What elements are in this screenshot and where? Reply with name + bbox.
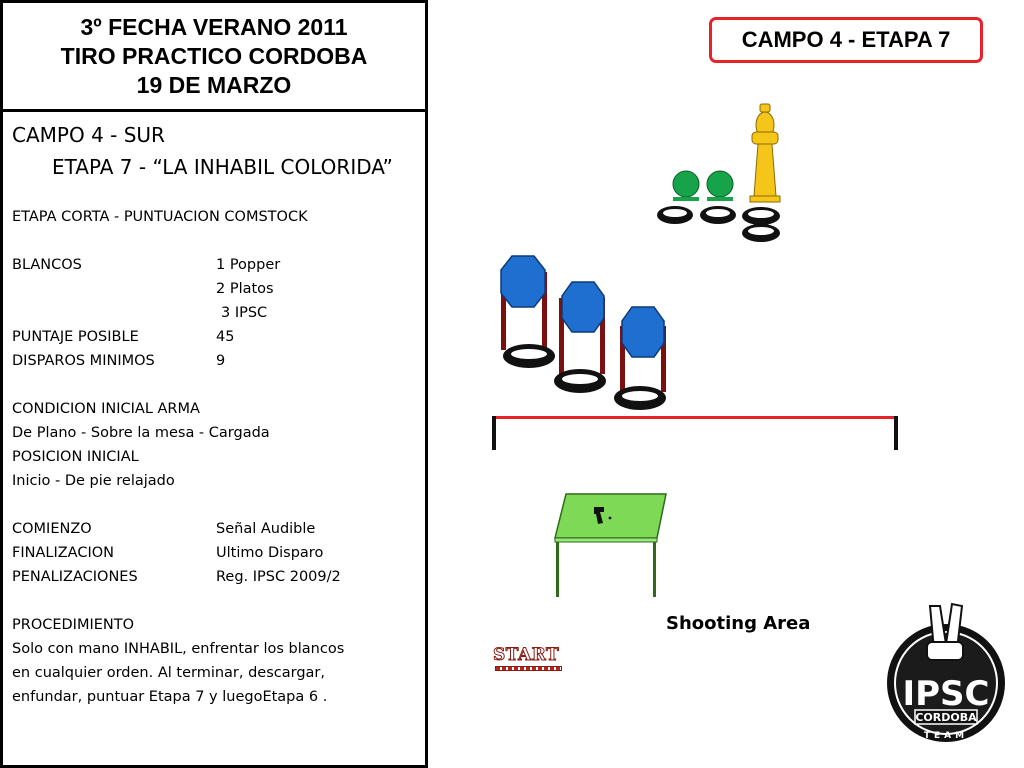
event-header: 3º FECHA VERANO 2011 TIRO PRACTICO CORDO… [0, 0, 428, 112]
points-label: PUNTAJE POSIBLE [12, 329, 139, 345]
penalties-label: PENALIZACIONES [12, 569, 138, 585]
procedure-line-2: en cualquier orden. Al terminar, descarg… [12, 665, 326, 681]
start-signal-value: Señal Audible [216, 521, 316, 537]
plate-target-2 [706, 170, 734, 201]
logo-ring-text: TEAM [924, 731, 968, 741]
tire-plate-1 [657, 206, 693, 224]
points-value: 45 [216, 329, 235, 345]
start-label: START [492, 645, 560, 666]
fault-line [492, 416, 898, 450]
targets-ipsc: 3 IPSC [221, 305, 268, 321]
ipsc-cordoba-logo: IPSC CORDOBA TEAM [885, 602, 1007, 744]
procedure-label: PROCEDIMIENTO [12, 617, 135, 633]
start-table [554, 493, 667, 597]
start-marker [495, 666, 562, 671]
tire-plate-2 [700, 206, 736, 224]
pistol-icon [594, 507, 612, 524]
shooting-area-label: Shooting Area [666, 613, 811, 634]
weapon-condition-value: De Plano - Sobre la mesa - Cargada [12, 425, 270, 441]
field-title: CAMPO 4 - SUR [12, 123, 165, 147]
stage-badge: CAMPO 4 - ETAPA 7 [709, 17, 983, 63]
logo-sub-text: CORDOBA [915, 711, 977, 724]
plate-target-1 [672, 170, 700, 201]
min-shots-label: DISPAROS MINIMOS [12, 353, 155, 369]
targets-label: BLANCOS [12, 257, 82, 273]
tire-popper [742, 207, 780, 242]
penalties-value: Reg. IPSC 2009/2 [216, 569, 341, 585]
event-organizer: TIRO PRACTICO CORDOBA [60, 42, 368, 69]
stage-title: ETAPA 7 - “LA INHABIL COLORIDA” [52, 155, 393, 179]
targets-popper: 1 Popper [216, 257, 281, 273]
end-value: Ultimo Disparo [216, 545, 324, 561]
ipsc-target-3 [614, 306, 666, 410]
event-title: 3º FECHA VERANO 2011 [80, 13, 348, 40]
end-label: FINALIZACION [12, 545, 114, 561]
event-date: 19 DE MARZO [136, 71, 292, 98]
start-position-label: POSICION INICIAL [12, 449, 139, 465]
stage-type: ETAPA CORTA - PUNTUACION COMSTOCK [12, 209, 308, 225]
stage-info-panel: CAMPO 4 - SUR ETAPA 7 - “LA INHABIL COLO… [0, 112, 428, 768]
weapon-condition-label: CONDICION INICIAL ARMA [12, 401, 200, 417]
popper-target [749, 103, 781, 203]
ipsc-target-1 [500, 255, 555, 368]
targets-plates: 2 Platos [216, 281, 274, 297]
procedure-line-3: enfundar, puntuar Etapa 7 y luegoEtapa 6… [12, 689, 328, 705]
logo-main-text: IPSC [902, 674, 989, 714]
start-signal-label: COMIENZO [12, 521, 92, 537]
start-position-value: Inicio - De pie relajado [12, 473, 175, 489]
ipsc-target-2 [554, 281, 606, 393]
min-shots-value: 9 [216, 353, 226, 369]
procedure-line-1: Solo con mano INHABIL, enfrentar los bla… [12, 641, 345, 657]
